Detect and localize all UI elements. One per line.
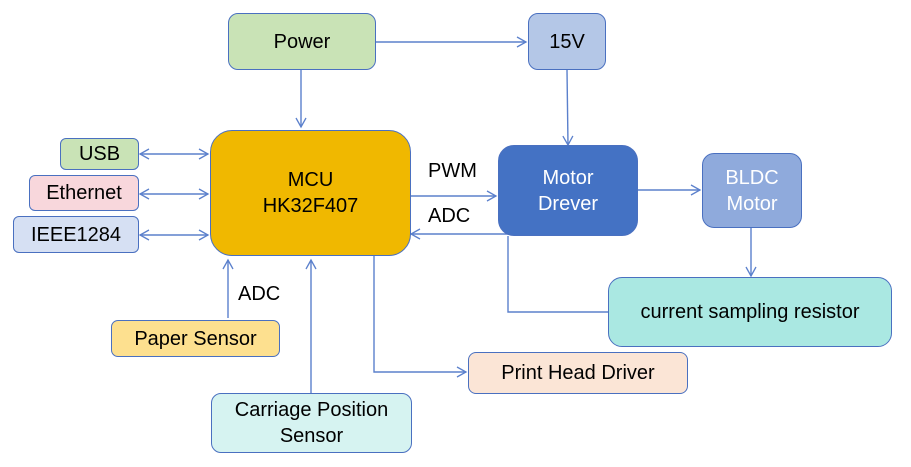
edge-mcu-to-print-head <box>373 256 468 378</box>
node-mcu-line2: HK32F407 <box>262 195 359 217</box>
node-carriage-position-sensor-line2: Sensor <box>279 425 344 447</box>
edge-15v-to-motor-driver <box>562 69 574 147</box>
node-paper-sensor: Paper Sensor <box>111 320 280 357</box>
node-carriage-position-sensor: Carriage Position Sensor <box>211 393 412 453</box>
node-15v: 15V <box>528 13 606 70</box>
edge-label-adc-paper: ADC <box>238 283 281 305</box>
node-motor-driver: Motor Drever <box>498 145 638 236</box>
node-power: Power <box>228 13 376 70</box>
node-print-head-driver: Print Head Driver <box>468 352 688 394</box>
node-ethernet: Ethernet <box>29 175 139 211</box>
node-ethernet-label: Ethernet <box>46 182 122 204</box>
node-bldc-motor-line1: BLDC <box>725 166 779 189</box>
edge-label-pwm: PWM <box>428 160 477 182</box>
node-ieee1284-label: IEEE1284 <box>30 223 122 246</box>
node-usb: USB <box>60 138 139 170</box>
edge-resistor-to-motor-driver <box>507 236 608 313</box>
node-bldc-motor: BLDC Motor <box>702 153 802 228</box>
node-current-sampling-resistor-label: current sampling resistor <box>640 301 860 323</box>
edge-label-adc-motor: ADC <box>428 205 471 227</box>
node-usb-label: USB <box>78 143 121 165</box>
node-current-sampling-resistor: current sampling resistor <box>608 277 892 347</box>
node-motor-driver-line2: Drever <box>537 192 598 215</box>
node-bldc-motor-line2: Motor <box>726 192 778 215</box>
node-15v-label: 15V <box>549 30 585 53</box>
node-mcu: MCU HK32F407 <box>210 130 411 256</box>
node-print-head-driver-label: Print Head Driver <box>501 362 655 384</box>
node-power-label: Power <box>273 30 331 53</box>
node-paper-sensor-label: Paper Sensor <box>134 327 257 350</box>
node-mcu-line1: MCU <box>287 169 334 191</box>
node-carriage-position-sensor-line1: Carriage Position <box>234 399 389 421</box>
node-motor-driver-line1: Motor <box>542 166 594 189</box>
node-ieee1284: IEEE1284 <box>13 216 139 253</box>
